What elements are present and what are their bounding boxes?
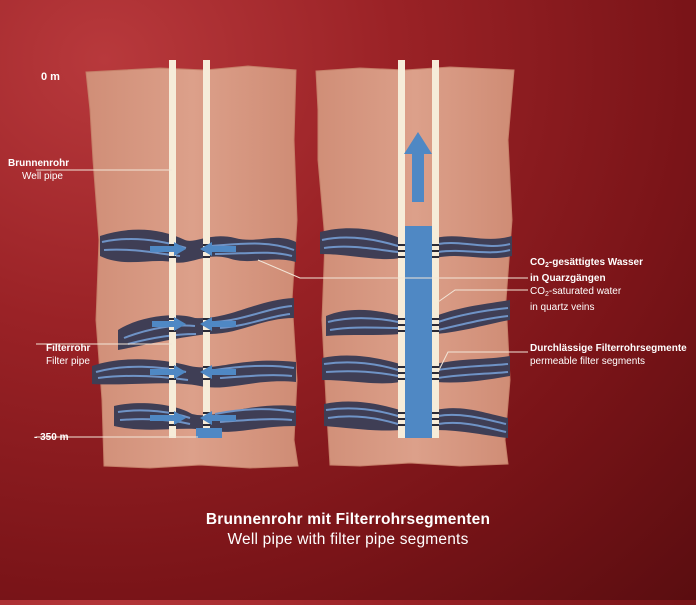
arrow-right-icon: [152, 317, 186, 331]
arrow-up-icon: [404, 132, 432, 202]
arrow-right-icon: [150, 365, 186, 379]
co2-water-label: CO2-gesättigtes Wasser in Quarzgängen CO…: [530, 256, 643, 314]
well-pipe-label-de: Brunnenrohr: [8, 158, 70, 169]
filter-pipe-label: Filterrohr Filter pipe: [46, 342, 90, 368]
well-pipe-label-en: Well pipe: [22, 171, 63, 182]
arrow-left-icon: [200, 242, 236, 256]
permeable-segments-label-de: Durchlässige Filterrohrsegmente: [530, 343, 687, 354]
co2-water-label-de-line2: in Quarzgängen: [530, 273, 606, 284]
caption-german: Brunnenrohr mit Filterrohrsegmenten: [205, 511, 491, 528]
depth-bottom-label: - 350 m: [34, 432, 69, 443]
depth-top-label: 0 m: [41, 71, 60, 83]
arrow-right-icon: [150, 242, 186, 256]
arrow-left-icon: [200, 411, 236, 425]
co2-water-label-en: CO2-saturated water: [530, 286, 622, 298]
arrow-left-icon: [200, 365, 236, 379]
arrow-right-icon: [150, 411, 186, 425]
well-pipe-right: [398, 60, 439, 438]
filter-pipe-label-en: Filter pipe: [46, 356, 90, 367]
inflow-arrows: [150, 242, 236, 425]
leader-lines: [36, 169, 528, 438]
co2-water-label-de: CO2-gesättigtes Wasser: [530, 257, 644, 269]
arrow-left-icon: [200, 317, 236, 331]
permeable-segments-label: Durchlässige Filterrohrsegmente permeabl…: [530, 342, 687, 368]
permeable-segments-label-en: permeable filter segments: [530, 356, 646, 367]
co2-water-label-en-line2: in quartz veins: [530, 302, 595, 313]
filter-pipe-label-de: Filterrohr: [46, 343, 91, 354]
well-pipe-label: Brunnenrohr Well pipe: [8, 157, 69, 183]
caption-english: Well pipe with filter pipe segments: [227, 531, 469, 548]
